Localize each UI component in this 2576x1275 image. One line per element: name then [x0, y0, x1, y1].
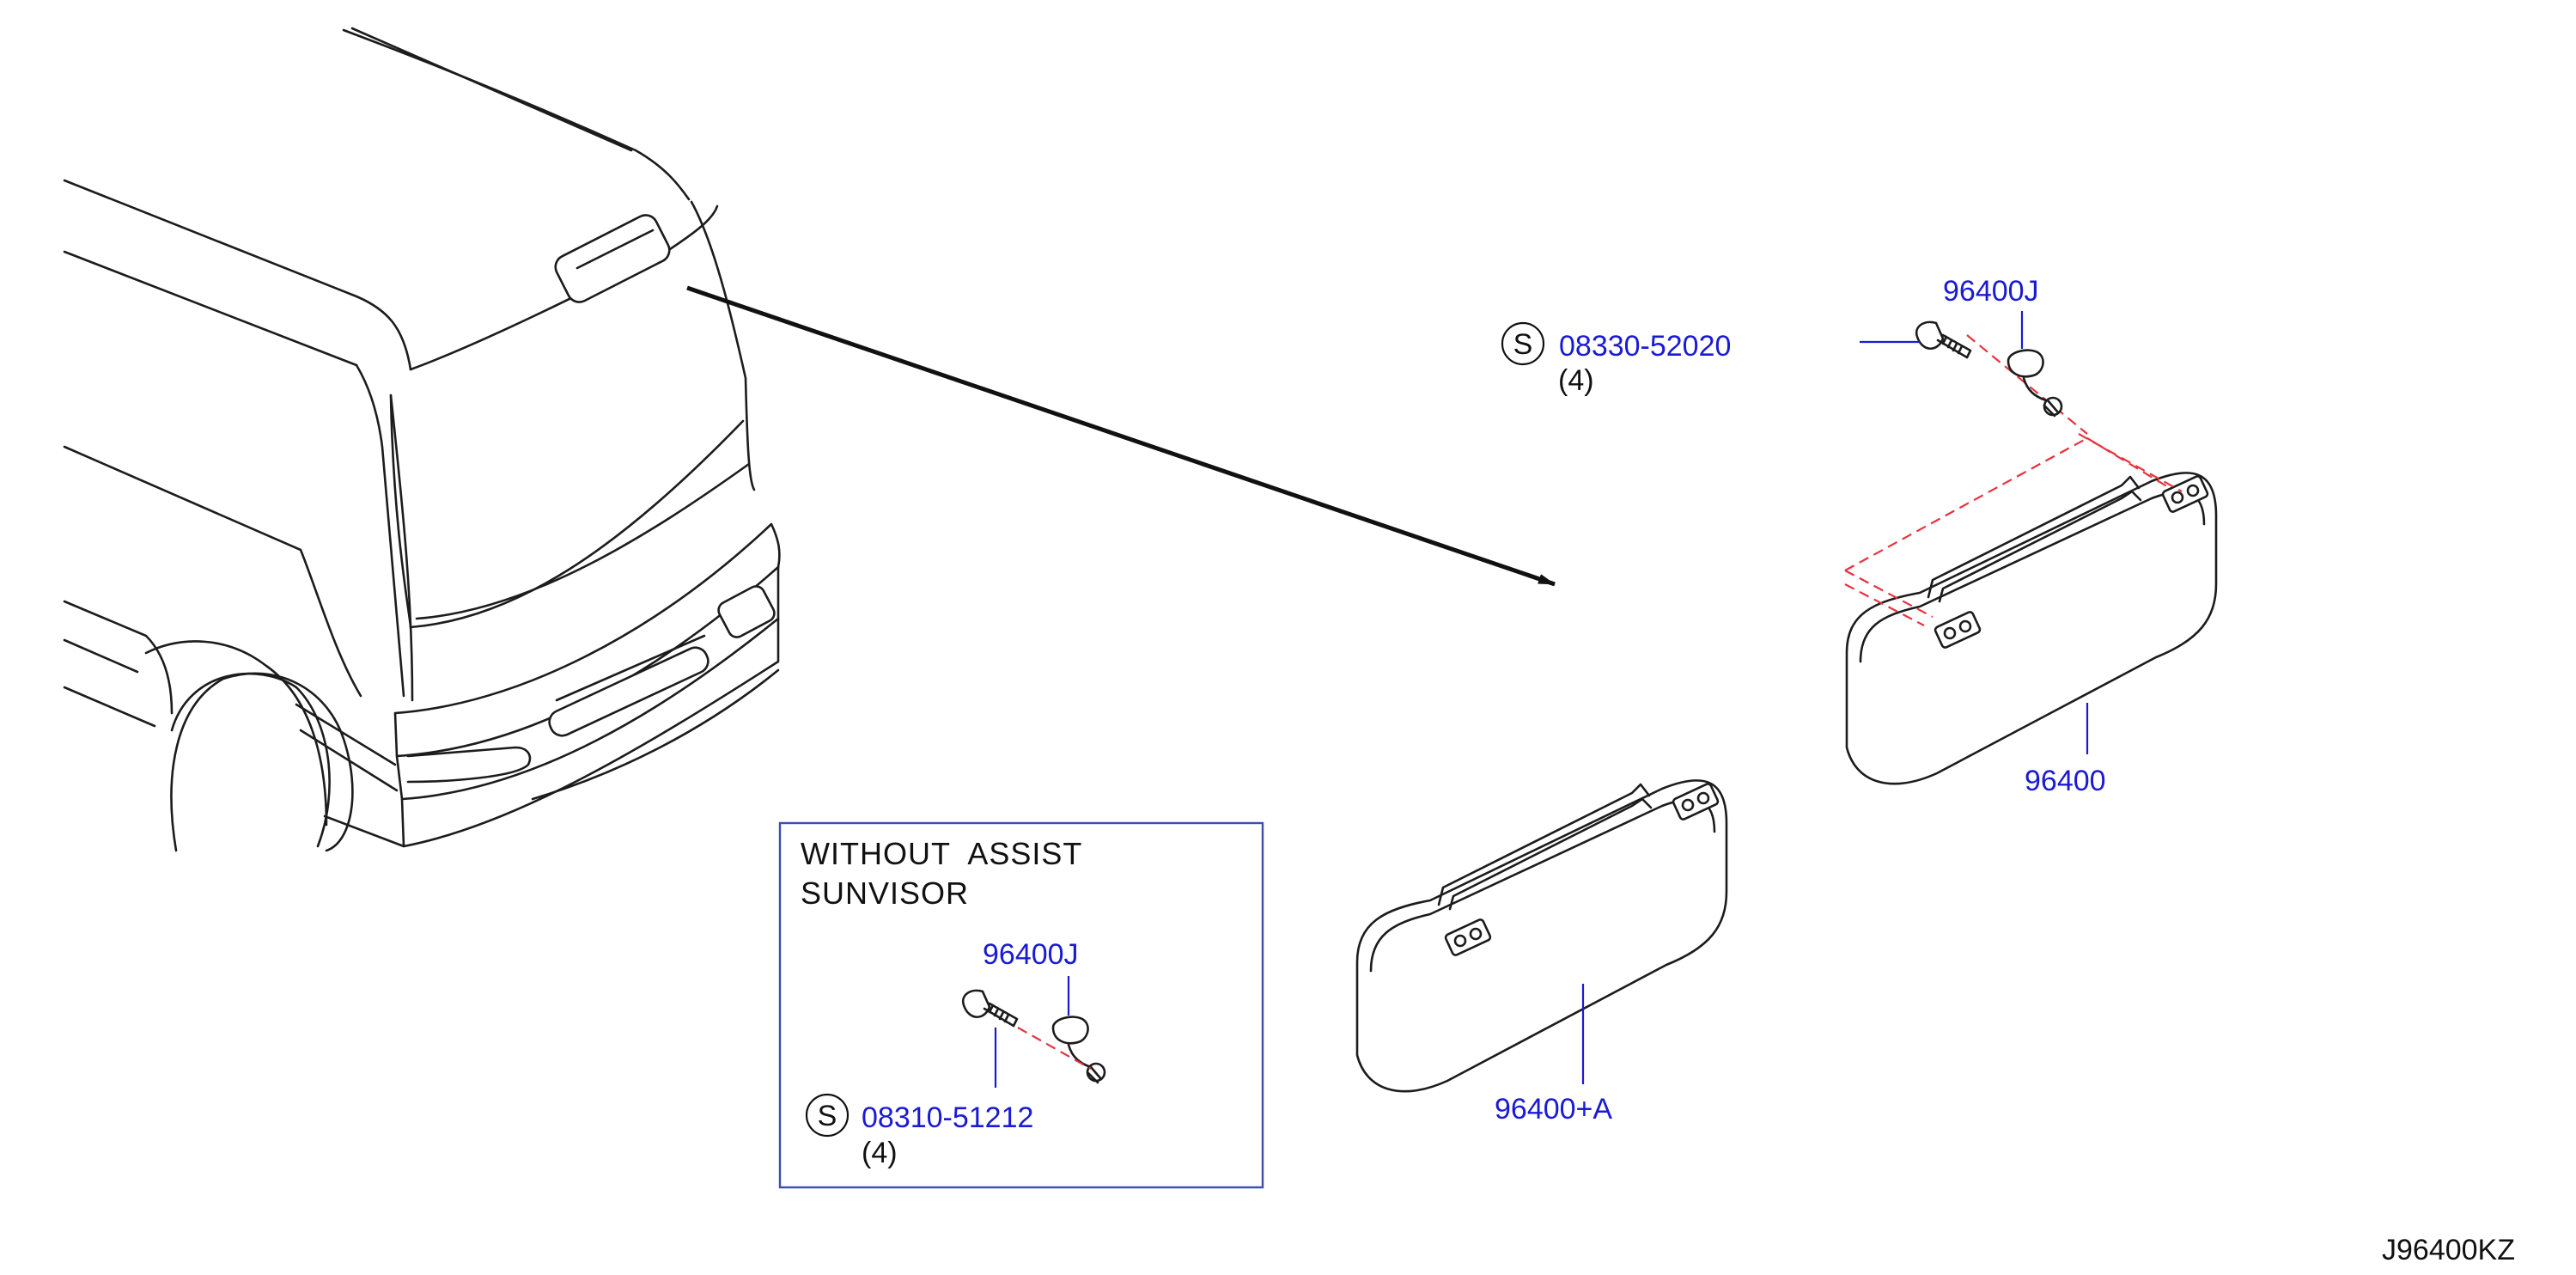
diagram-id: J96400KZ [2382, 1234, 2515, 1266]
screw-top-qty: (4) [1558, 364, 1594, 397]
holder-clip-top [2007, 349, 2063, 418]
standard-part-symbol-letter: S [818, 1100, 837, 1132]
inset-caption-line1: WITHOUT ASSIST [801, 836, 1082, 871]
callout-inset-screw: S 08310-51212 (4) [805, 1093, 1033, 1169]
inset-holder-part-number[interactable]: 96400J [983, 938, 1079, 971]
inset-screw-part-number[interactable]: 08310-51212 [862, 1101, 1033, 1134]
inset-screw-qty: (4) [862, 1137, 898, 1169]
sunvisor-left [1355, 779, 1728, 1093]
inset-hidden-line [1017, 1027, 1092, 1070]
visor-left-part-number[interactable]: 96400+A [1495, 1093, 1612, 1126]
inset-caption-line2: SUNVISOR [801, 875, 969, 911]
inset-frame [778, 821, 1264, 1189]
vehicle-illustration [63, 27, 781, 852]
standard-part-symbol [1501, 321, 1545, 366]
standard-part-symbol [805, 1093, 850, 1138]
holder-top-part-number[interactable]: 96400J [1943, 275, 2039, 308]
inset-holder-clip [1051, 1016, 1106, 1084]
visor-right-part-number[interactable]: 96400 [2025, 765, 2106, 797]
screw-top [1915, 320, 1972, 359]
screw-top-part-number[interactable]: 08330-52020 [1559, 330, 1731, 363]
inset-screw [961, 989, 1019, 1028]
location-arrow [686, 285, 1556, 587]
standard-part-symbol-letter: S [1513, 328, 1533, 361]
sunvisor-right [1844, 334, 2218, 785]
callout-screw-top: S 08330-52020 (4) [1501, 321, 1731, 397]
